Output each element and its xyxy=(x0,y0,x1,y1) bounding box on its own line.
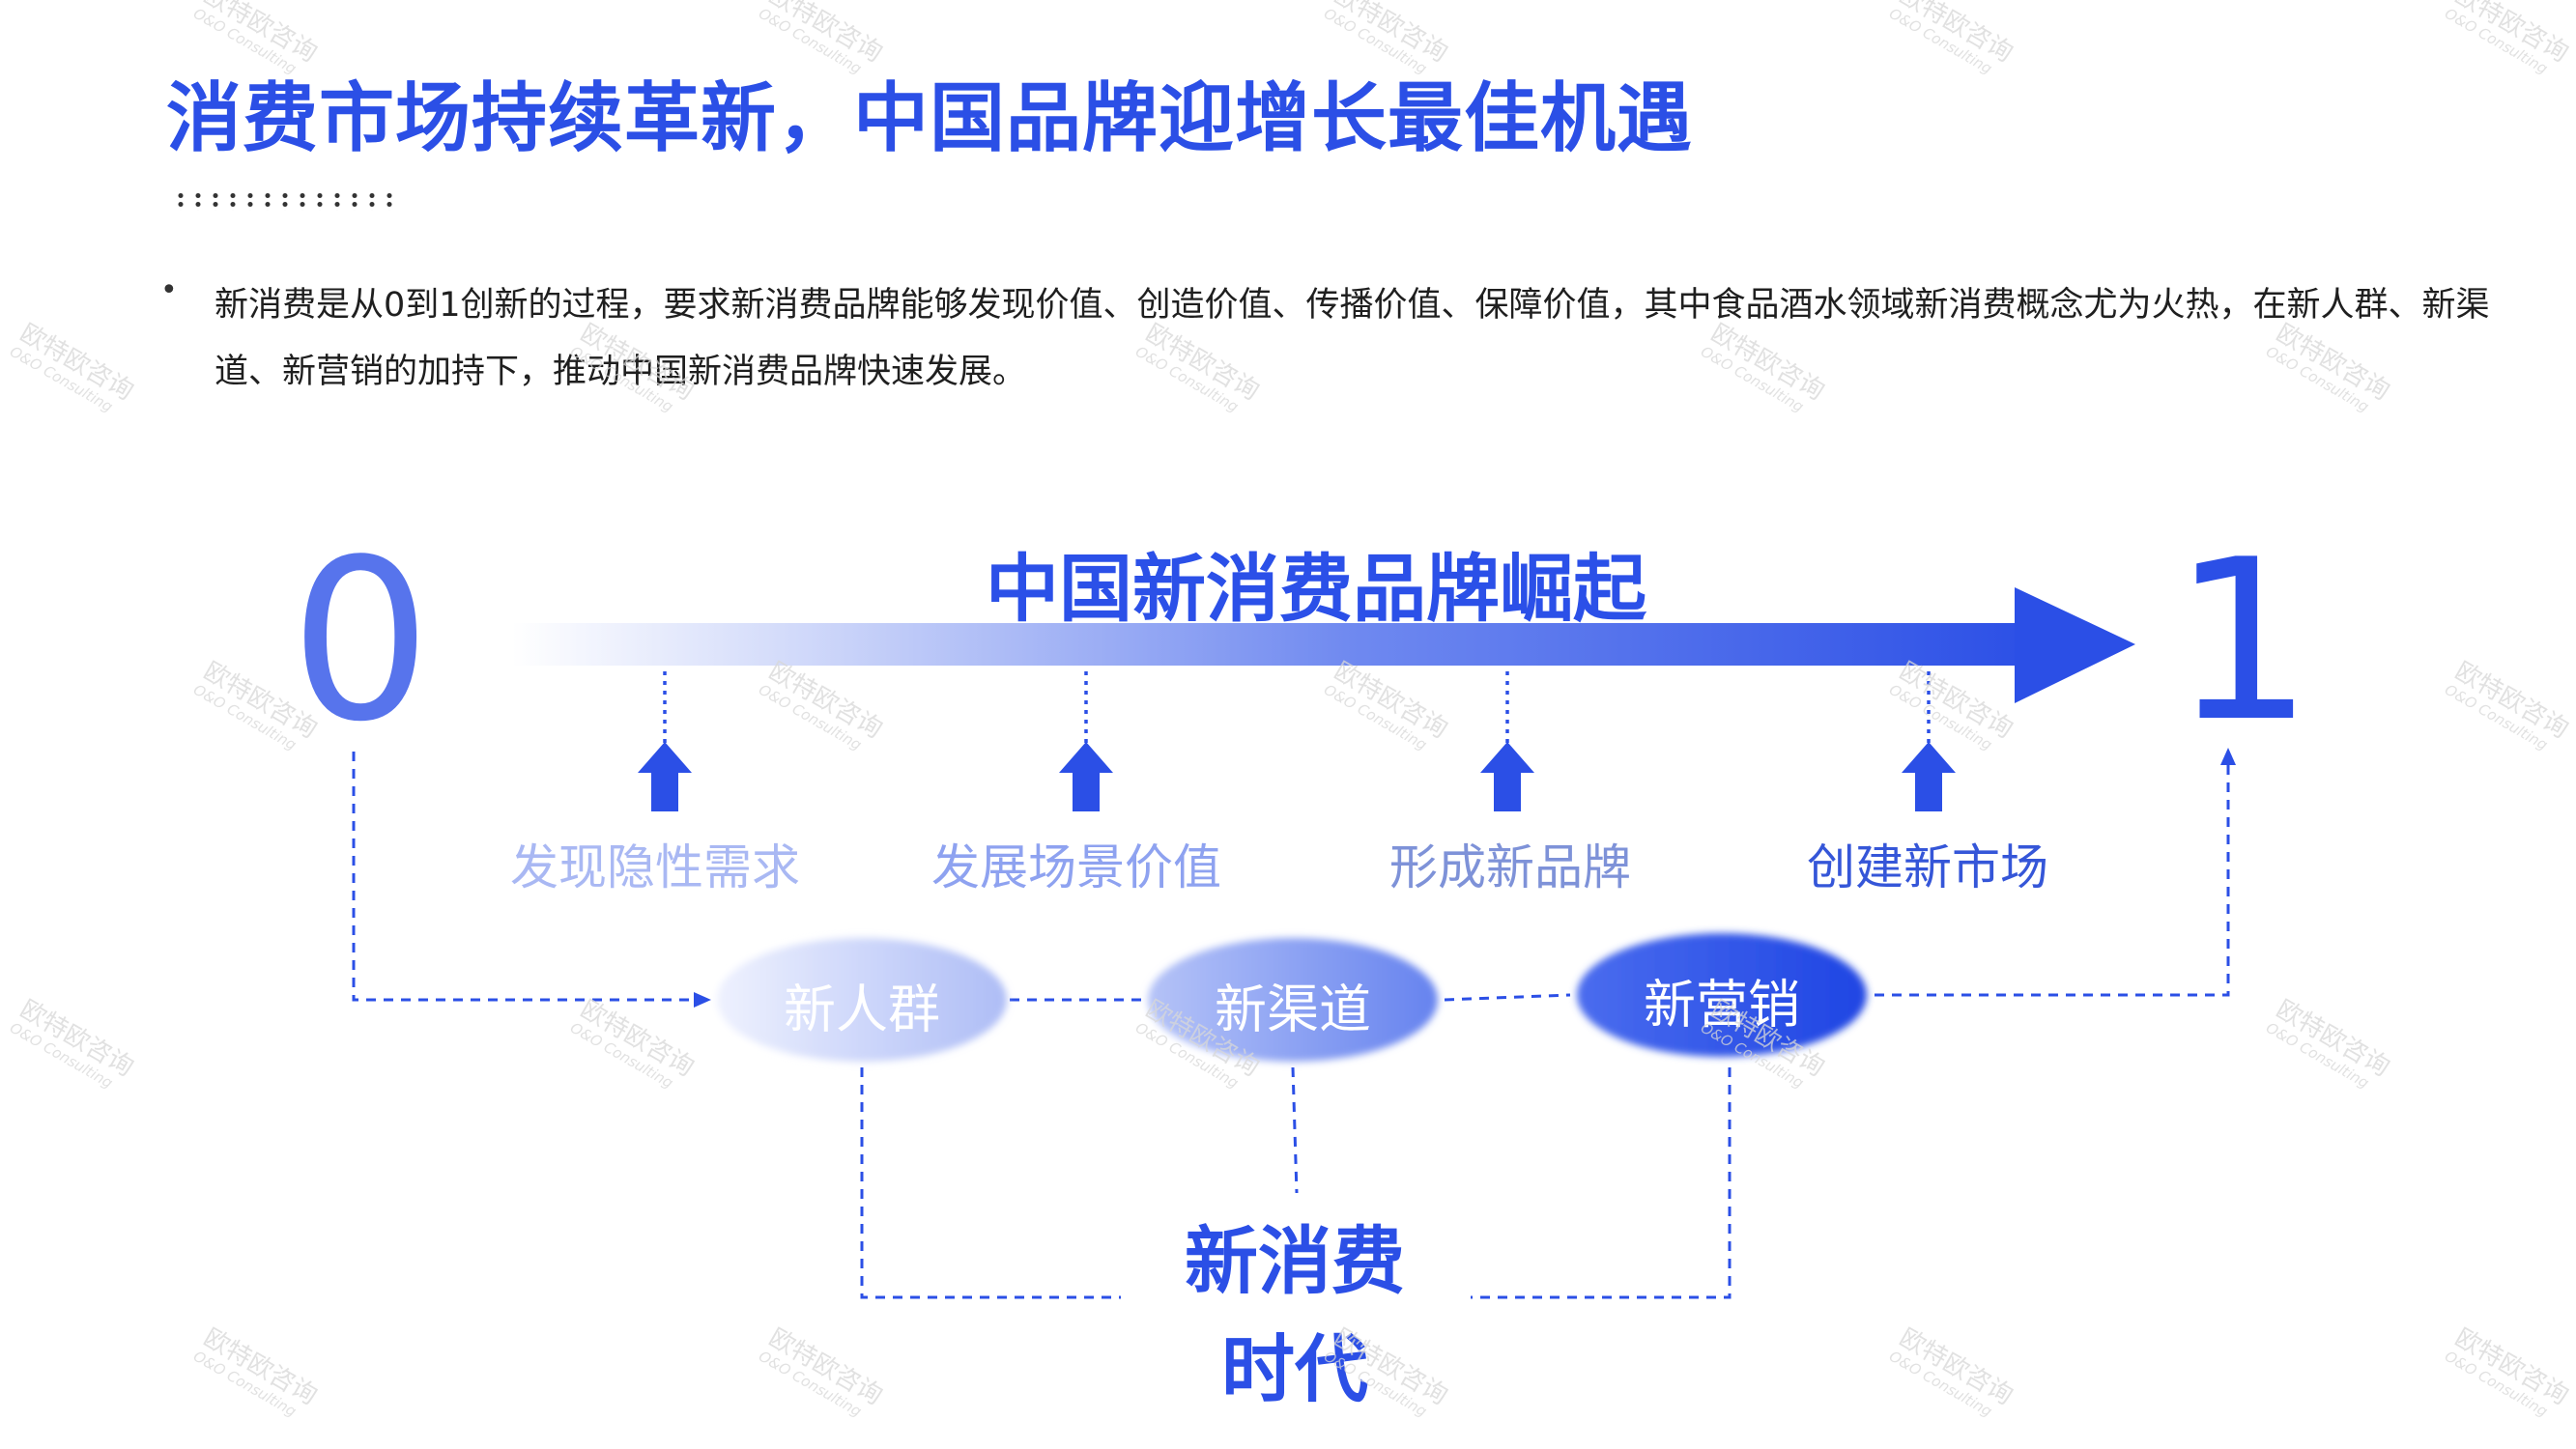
decorative-dots-divider xyxy=(172,191,400,211)
pill-label-new-people: 新人群 xyxy=(784,979,940,1040)
path-channel-to-marketing xyxy=(1444,993,1571,1002)
up-arrow-icon-3 xyxy=(1480,742,1534,811)
path-channel-to-era xyxy=(1291,1066,1299,1194)
arrow-title: 中国新消费品牌崛起 xyxy=(986,546,1646,632)
step-label-2: 发展场景价值 xyxy=(931,839,1221,895)
pill-new-people xyxy=(717,938,1007,1062)
pill-label-new-channel: 新渠道 xyxy=(1215,979,1371,1040)
pill-label-new-marketing: 新营销 xyxy=(1644,974,1800,1036)
path-marketing-to-end xyxy=(1875,763,2230,997)
end-number: 1 xyxy=(2172,513,2314,771)
path-marketing-to-era xyxy=(1471,1067,1732,1299)
path-people-to-era xyxy=(860,1067,1121,1299)
step-label-3: 形成新品牌 xyxy=(1389,839,1631,895)
path-start-to-new-people xyxy=(352,752,694,1002)
up-arrow-icon-4 xyxy=(1902,742,1956,811)
arrowhead-to-new-people xyxy=(694,992,711,1008)
arrowhead-to-end xyxy=(2220,748,2236,765)
step-label-1: 发现隐性需求 xyxy=(510,839,800,895)
bullet-icon: • xyxy=(160,273,178,307)
up-arrow-icon-2 xyxy=(1059,742,1113,811)
pill-new-channel xyxy=(1148,938,1438,1062)
era-label: 新消费 时代 xyxy=(1185,1208,1405,1424)
description-text: 新消费是从0到1创新的过程，要求新消费品牌能够发现价值、创造价值、传播价值、保障… xyxy=(215,286,2490,391)
page-title: 消费市场持续革新，中国品牌迎增长最佳机遇 xyxy=(166,75,1694,162)
main-arrow-head xyxy=(2015,587,2135,703)
pill-new-marketing xyxy=(1577,933,1867,1057)
start-number: 0 xyxy=(290,513,432,771)
era-line-1: 新消费 xyxy=(1185,1218,1405,1304)
main-arrow-shaft xyxy=(512,623,2039,666)
step-label-4: 创建新市场 xyxy=(1807,839,2048,895)
era-line-2: 时代 xyxy=(1221,1326,1368,1412)
up-arrow-icon-1 xyxy=(638,742,692,811)
